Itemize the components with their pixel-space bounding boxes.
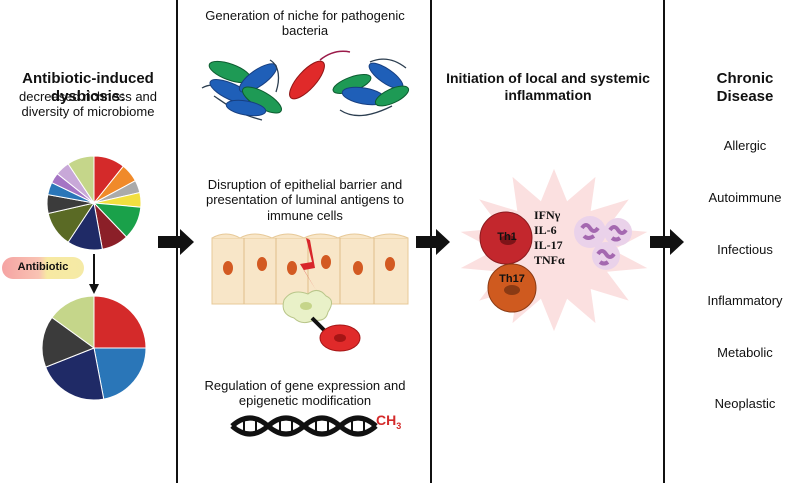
disease-item: Infectious (717, 242, 773, 257)
arrow-2-icon (416, 229, 450, 255)
dysbiosis-subtitle: decreased richness and diversity of micr… (18, 89, 158, 120)
antibiotic-label: Antibiotic (17, 261, 69, 273)
niche-label: Generation of niche for pathogenic bacte… (205, 8, 405, 39)
pie-diverse-microbiome (46, 155, 142, 251)
commensal-bacteria-right (332, 58, 410, 117)
pie-slice (93, 347, 147, 400)
disease-item: Autoimmune (708, 190, 782, 205)
cytokine-list: IFNγ IL-6 IL-17 TNFα (534, 208, 565, 268)
th1-label: Th1 (497, 231, 517, 243)
methyl-group-label: CH3 (376, 412, 402, 431)
cytokine-item: TNFα (534, 253, 565, 267)
disease-item: Allergic (723, 138, 767, 153)
cytokine-item: IFNγ (534, 208, 561, 222)
disease-item: Neoplastic (714, 396, 776, 411)
cytokine-item: IL-6 (534, 223, 557, 237)
pie-slice (67, 155, 95, 205)
antigen-presentation (282, 290, 361, 352)
epigenetic-label: Regulation of gene expression and epigen… (204, 378, 406, 409)
barrier-breach-icon (300, 238, 316, 290)
cytokine-item: IL-17 (534, 238, 563, 252)
commensal-bacteria-left (201, 59, 282, 121)
pie-slice (93, 295, 147, 349)
chronic-disease-title: Chronic Disease (716, 70, 774, 105)
pie-slice (51, 295, 95, 349)
dna-helix-icon (230, 415, 378, 437)
antibiotic-pill (2, 257, 84, 279)
neutrophils-icon (574, 216, 632, 270)
pie-reduced-microbiome (41, 295, 147, 401)
pathogenic-bacterium (289, 50, 351, 100)
inflammation-title: Initiation of local and systemic inflamm… (446, 70, 650, 103)
flow-arrows (158, 229, 684, 255)
pie-slice (45, 347, 105, 401)
barrier-label: Disruption of epithelial barrier and pre… (205, 177, 404, 223)
disease-item: Inflammatory (707, 293, 783, 308)
down-arrow-head (89, 284, 99, 294)
arrow-1-icon (158, 229, 194, 255)
arrow-3-icon (650, 229, 684, 255)
dysbiosis-title: Antibiotic-induced dysbiosis: (22, 70, 154, 105)
th17-label: Th17 (499, 273, 525, 285)
epithelial-cells (211, 233, 409, 305)
disease-item: Metabolic (717, 345, 773, 360)
pie-slice (41, 316, 96, 368)
